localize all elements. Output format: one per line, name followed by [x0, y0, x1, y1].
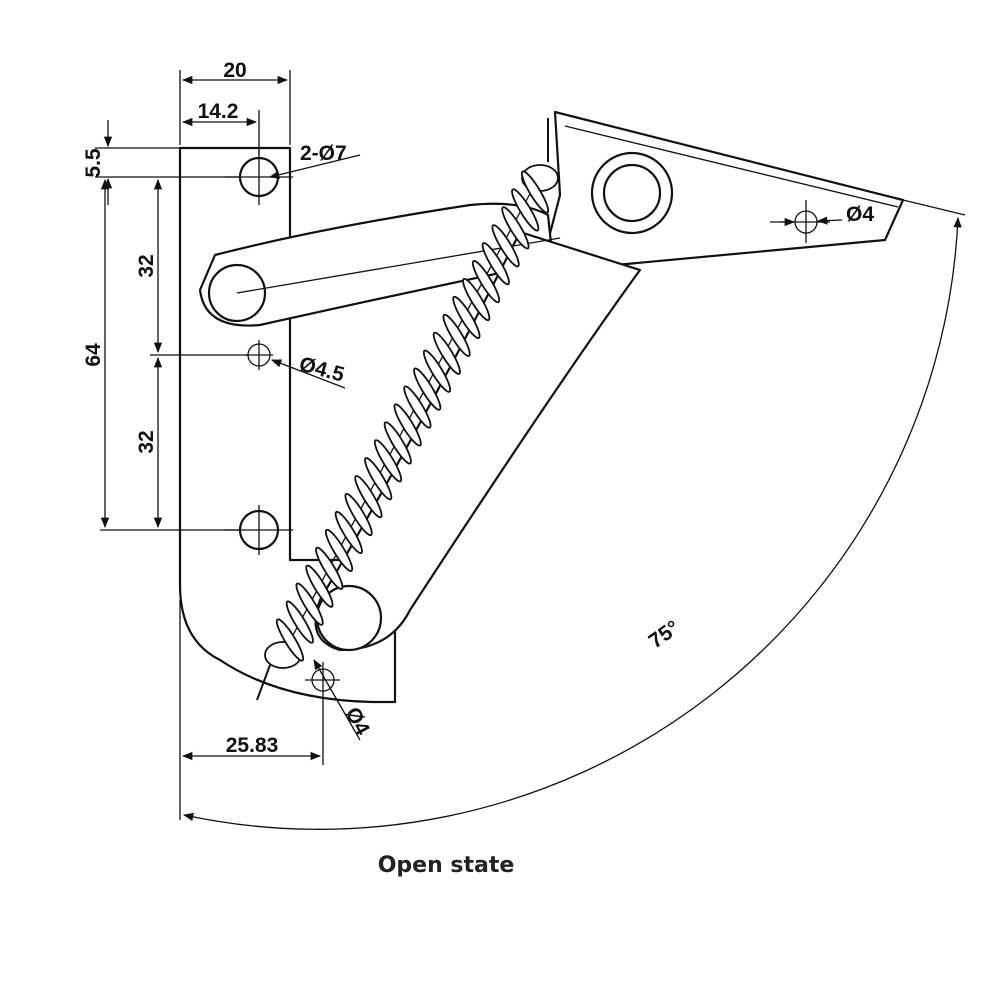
dim-spacing-upper-label: 32: [135, 254, 158, 277]
bracket-boss-inner: [602, 163, 662, 223]
spring-coil: [520, 170, 550, 214]
dim-hole-offset-label: 14.2: [198, 100, 239, 123]
dim-span-label: 64: [82, 343, 105, 367]
angle-label: 75°: [645, 616, 684, 653]
dim-width: 20: [179, 59, 291, 145]
pivot-hole-label: Ø4.5: [297, 353, 347, 387]
dim-top-offset-label: 5.5: [82, 148, 105, 178]
lid-bracket: [538, 110, 905, 274]
arm-hole-label: Ø4: [846, 203, 874, 226]
mount-holes-label: 2-Ø7: [300, 142, 347, 165]
spring-hole-label: Ø4: [341, 704, 375, 740]
dim-hole-offset: 14.2: [181, 100, 260, 155]
dim-left: 5.5 64 32 32: [82, 120, 248, 531]
dim-spacing-lower-label: 32: [135, 430, 158, 453]
dim-width-label: 20: [223, 59, 246, 82]
caption: Open state: [378, 853, 515, 878]
dim-bottom-label: 25.83: [226, 734, 279, 757]
callout-mount-holes: 2-Ø7: [268, 142, 361, 179]
